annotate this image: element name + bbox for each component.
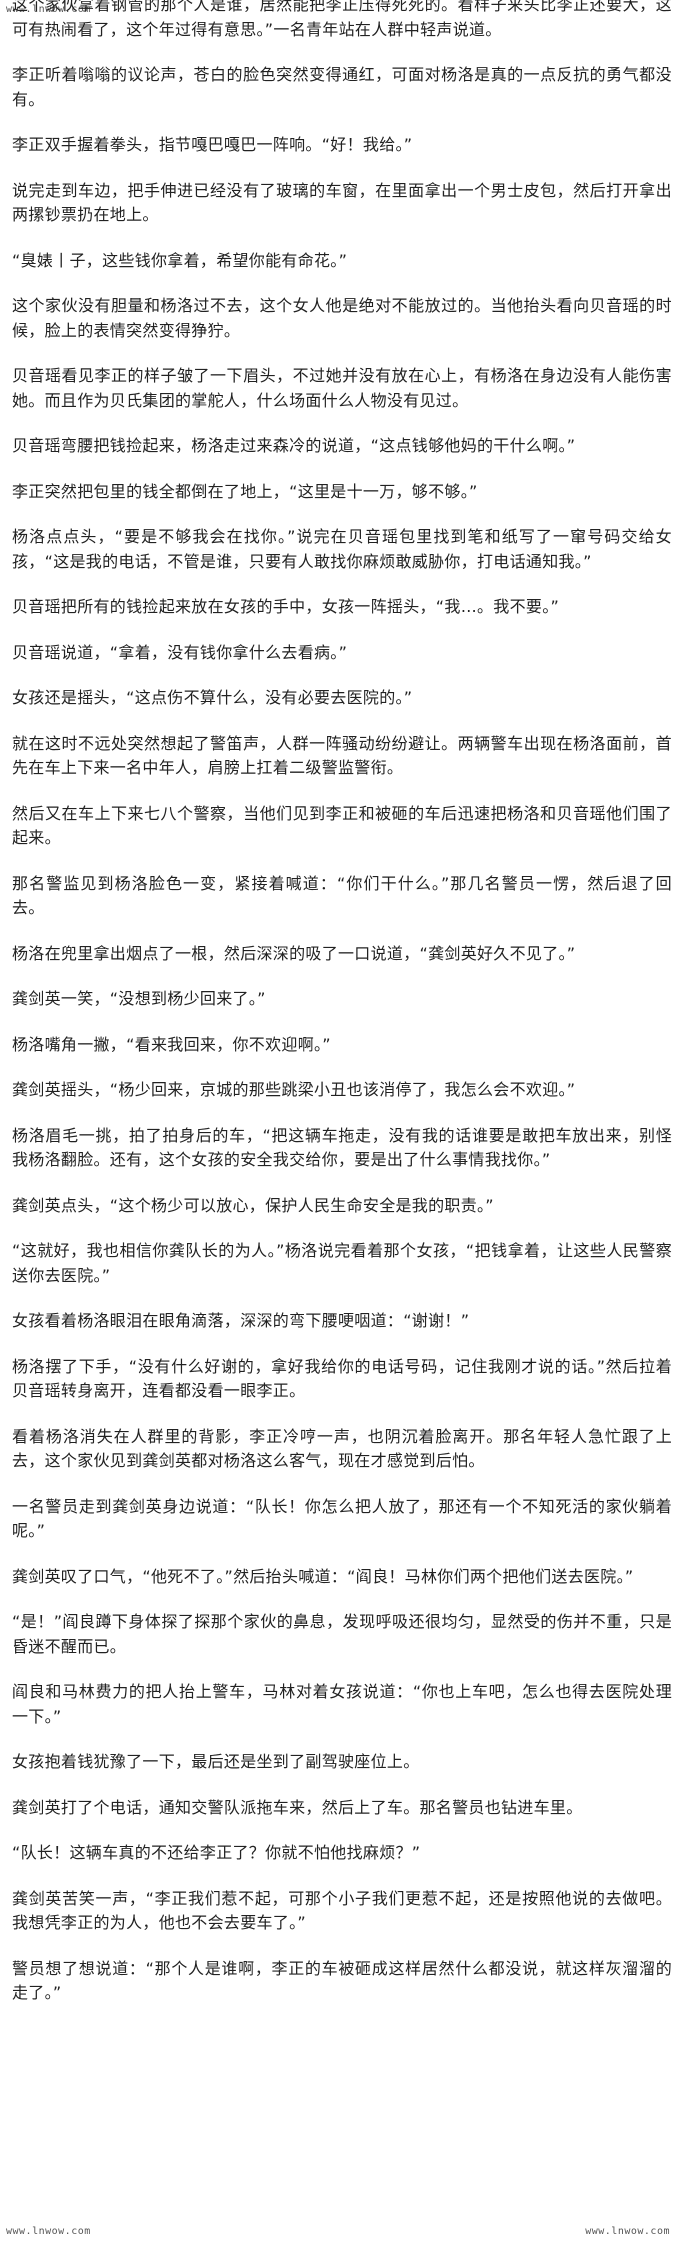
paragraph: “是！”阎良蹲下身体探了探那个家伙的鼻息，发现呼吸还很均匀，显然受的伤并不重，只… (12, 1612, 672, 1656)
article-body: 这个家伙拿着钢管的那个人是谁，居然能把李正压得死死的。看样子来头比李正还要大，这… (12, 0, 672, 2006)
paragraph: 龚剑英苦笑一声，“李正我们惹不起，可那个小子我们更惹不起，还是按照他说的去做吧。… (12, 1888, 672, 1933)
paragraph: 然后又在车上下来七八个警察，当他们见到李正和被砸的车后迅速把杨洛和贝音瑶他们围了… (12, 803, 672, 848)
paragraph: “臭婊丨子，这些钱你拿着，希望你能有命花。” (12, 250, 348, 270)
paragraph: 说完走到车边，把手伸进已经没有了玻璃的车窗，在里面拿出一个男士皮包，然后打开拿出… (12, 180, 672, 225)
paragraph: 贝音瑶弯腰把钱捡起来，杨洛走过来森冷的说道，“这点钱够他妈的干什么啊。” (12, 436, 576, 455)
paragraph: 贝音瑶把所有的钱捡起来放在女孩的手中，女孩一阵摇头，“我…。我不要。” (12, 597, 560, 616)
paragraph: “队长！这辆车真的不还给李正了？你就不怕他找麻烦？” (12, 1843, 421, 1862)
paragraph: 李正双手握着拳头，指节嘎巴嘎巴一阵响。“好！我给。” (12, 135, 413, 154)
paragraph: 女孩看着杨洛眼泪在眼角滴落，深深的弯下腰哽咽道：“谢谢！” (12, 1311, 470, 1330)
paragraph: 看着杨洛消失在人群里的背影，李正冷哼一声，也阴沉着脸离开。那名年轻人急忙跟了上去… (12, 1426, 672, 1471)
paragraph: 龚剑英叹了口气，“他死不了。”然后抬头喊道：“阎良！马林你们两个把他们送去医院。… (12, 1566, 634, 1586)
paragraph: 杨洛在兜里拿出烟点了一根，然后深深的吸了一口说道，“龚剑英好久不见了。” (12, 943, 576, 963)
watermark-top-left: www.lnwow.com (6, 4, 91, 15)
paragraph: 女孩还是摇头，“这点伤不算什么，没有必要去医院的。” (12, 688, 413, 707)
paragraph: 这个家伙拿着钢管的那个人是谁，居然能把李正压得死死的。看样子来头比李正还要大，这… (12, 0, 672, 39)
paragraph: 李正听着嗡嗡的议论声，苍白的脸色突然变得通红，可面对杨洛是真的一点反抗的勇气都没… (12, 65, 672, 109)
paragraph: 龚剑英点头，“这个杨少可以放心，保护人民生命安全是我的职责。” (12, 1195, 494, 1215)
watermark-bottom-right: www.lnwow.com (585, 2226, 670, 2237)
paragraph: “这就好，我也相信你龚队长的为人。”杨洛说完看着那个女孩，“把钱拿着，让这些人民… (12, 1241, 672, 1285)
paragraph: 阎良和马林费力的把人抬上警车，马林对着女孩说道：“你也上车吧，怎么也得去医院处理… (12, 1682, 672, 1726)
paragraph: 李正突然把包里的钱全都倒在了地上，“这里是十一万，够不够。” (12, 481, 478, 501)
paragraph: 贝音瑶看见李正的样子皱了一下眉头，不过她并没有放在心上，有杨洛在身边没有人能伤害… (12, 366, 672, 410)
paragraph: 这个家伙没有胆量和杨洛过不去，这个女人他是绝对不能放过的。当他抬头看向贝音瑶的时… (12, 296, 672, 340)
paragraph: 杨洛摆了下手，“没有什么好谢的，拿好我给你的电话号码，记住我刚才说的话。”然后拉… (12, 1356, 672, 1401)
paragraph: 杨洛点点头，“要是不够我会在找你。”说完在贝音瑶包里找到笔和纸写了一窜号码交给女… (12, 527, 672, 571)
paragraph: 警员想了想说道：“那个人是谁啊，李正的车被砸成这样居然什么都没说，就这样灰溜溜的… (12, 1958, 672, 2003)
watermark-bottom-left: www.lnwow.com (6, 2226, 91, 2237)
paragraph: 杨洛眉毛一挑，拍了拍身后的车，“把这辆车拖走，没有我的话谁要是敢把车放出来，别怪… (12, 1125, 672, 1170)
paragraph: 一名警员走到龚剑英身边说道：“队长！你怎么把人放了，那还有一个不知死活的家伙躺着… (12, 1496, 672, 1541)
paragraph: 龚剑英摇头，“杨少回来，京城的那些跳梁小丑也该消停了，我怎么会不欢迎。” (12, 1080, 576, 1099)
paragraph: 杨洛嘴角一撇，“看来我回来，你不欢迎啊。” (12, 1034, 331, 1054)
paragraph: 就在这时不远处突然想起了警笛声，人群一阵骚动纷纷避让。两辆警车出现在杨洛面前，首… (12, 733, 672, 778)
paragraph: 女孩抱着钱犹豫了一下，最后还是坐到了副驾驶座位上。 (12, 1752, 420, 1771)
paragraph: 那名警监见到杨洛脸色一变，紧接着喊道：“你们干什么。”那几名警员一愣，然后退了回… (12, 873, 672, 918)
paragraph: 龚剑英一笑，“没想到杨少回来了。” (12, 989, 266, 1008)
paragraph: 贝音瑶说道，“拿着，没有钱你拿什么去看病。” (12, 642, 348, 662)
paragraph: 龚剑英打了个电话，通知交警队派拖车来，然后上了车。那名警员也钻进车里。 (12, 1797, 583, 1817)
